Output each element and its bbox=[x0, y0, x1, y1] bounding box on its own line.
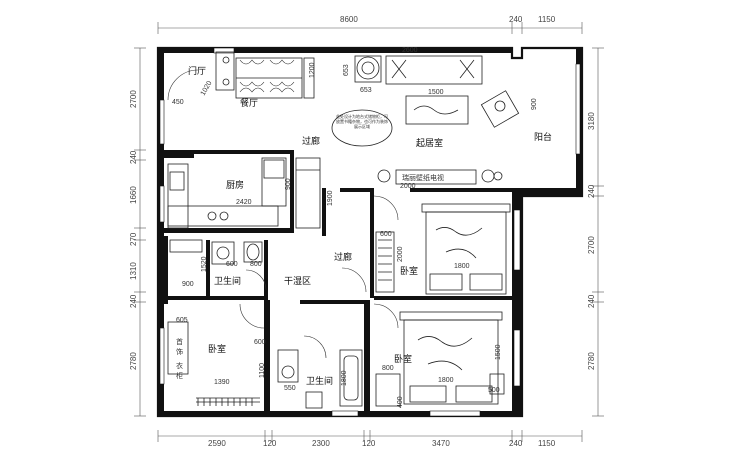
dim-top-8600: 8600 bbox=[340, 15, 358, 24]
dim-900a: 900 bbox=[531, 98, 538, 110]
dim-900c: 900 bbox=[182, 281, 194, 288]
tv-wall: 瑞丽壁纸电视 bbox=[377, 169, 503, 185]
dim-2000b: 2000 bbox=[397, 246, 404, 262]
wardrobe-char-3: 柜 bbox=[176, 371, 183, 380]
dim-right-2700: 2700 bbox=[587, 236, 596, 254]
room-bathroom-left: 卫生间 bbox=[214, 275, 241, 287]
note-bubble-text: 此处设计为地台式储物柜，可放置书籍杂物，也可作为装饰展示区域 bbox=[336, 114, 388, 129]
dim-left-1660: 1660 bbox=[129, 186, 138, 204]
dim-400: 400 bbox=[397, 396, 404, 408]
dim-653b: 653 bbox=[360, 87, 372, 94]
room-corridor-top: 过廊 bbox=[302, 135, 320, 147]
wardrobe-char-0: 首 bbox=[176, 337, 183, 346]
dim-bottom-120b: 120 bbox=[362, 439, 376, 448]
dim-653a: 653 bbox=[343, 64, 350, 76]
dim-1900: 1900 bbox=[327, 190, 334, 206]
bathroom-mid-fixtures bbox=[277, 349, 363, 409]
dim-1520: 1520 bbox=[201, 256, 208, 272]
room-dry-wet: 干湿区 bbox=[284, 276, 311, 287]
dim-800: 800 bbox=[250, 261, 262, 268]
room-bedroom-right: 卧室 bbox=[394, 353, 412, 365]
note-bubble: 此处设计为地台式储物柜，可放置书籍杂物，也可作为装饰展示区域 bbox=[331, 109, 393, 147]
room-balcony: 阳台 bbox=[534, 131, 552, 143]
room-corridor-mid: 过廊 bbox=[334, 251, 352, 263]
dim-bottom-1150: 1150 bbox=[538, 439, 556, 448]
dim-left-2780: 2780 bbox=[129, 352, 138, 370]
dim-left-240a: 240 bbox=[129, 150, 138, 164]
top-dimension-line: 8600 240 1150 bbox=[157, 15, 583, 34]
room-bedroom-left: 卧室 bbox=[208, 343, 226, 355]
tv-wall-label: 瑞丽壁纸电视 bbox=[402, 173, 444, 182]
dim-top-1150: 1150 bbox=[538, 15, 556, 24]
dim-1200: 1200 bbox=[309, 62, 316, 78]
dim-900b: 900 bbox=[285, 178, 292, 190]
wardrobe-char-2: 衣 bbox=[176, 361, 183, 370]
dim-600a: 600 bbox=[226, 261, 238, 268]
wardrobe-char-1: 饰 bbox=[176, 347, 183, 356]
interior-walls bbox=[164, 150, 512, 411]
dim-550: 550 bbox=[284, 385, 296, 392]
room-bathroom-mid: 卫生间 bbox=[306, 375, 333, 387]
dim-1800c: 1800 bbox=[438, 377, 454, 384]
bottom-dimension-line: 2590 120 2300 120 3470 240 1150 bbox=[157, 430, 583, 448]
dim-2420: 2420 bbox=[236, 199, 252, 206]
living-sofa-set bbox=[354, 55, 520, 128]
dim-left-240b: 240 bbox=[129, 294, 138, 308]
room-entrance: 门厅 bbox=[188, 65, 206, 77]
inner-dimensions: 2600 450 1020 1200 653 653 1500 900 2420… bbox=[172, 47, 538, 408]
dim-right-240b: 240 bbox=[587, 294, 596, 308]
bathroom-left-fixtures bbox=[169, 239, 263, 265]
dim-bottom-120a: 120 bbox=[263, 439, 277, 448]
dim-2000: 2000 bbox=[400, 183, 416, 190]
dim-right-2780: 2780 bbox=[587, 352, 596, 370]
room-living: 起居室 bbox=[416, 137, 443, 149]
dim-1500b: 1500 bbox=[495, 344, 502, 360]
dim-inner-2600: 2600 bbox=[402, 47, 418, 54]
dim-top-240: 240 bbox=[509, 15, 523, 24]
dim-600b: 600 bbox=[380, 231, 392, 238]
dim-1800a: 1800 bbox=[454, 263, 470, 270]
room-bedroom-mid: 卧室 bbox=[400, 265, 418, 277]
dim-right-240a: 240 bbox=[587, 184, 596, 198]
dim-800b: 800 bbox=[382, 365, 394, 372]
bed-mid bbox=[421, 203, 511, 295]
dining-table bbox=[215, 51, 315, 99]
room-labels: 门厅 餐厅 过廊 起居室 阳台 厨房 过廊 卫生间 干湿区 卧室 卧室 卫生间 … bbox=[188, 65, 552, 387]
room-kitchen: 厨房 bbox=[226, 179, 244, 191]
dim-bottom-3470: 3470 bbox=[432, 439, 450, 448]
dim-605: 605 bbox=[176, 317, 188, 324]
dim-1500: 1500 bbox=[428, 89, 444, 96]
wardrobe-left: 首 饰 衣 柜 bbox=[167, 321, 260, 406]
dim-bottom-2590: 2590 bbox=[208, 439, 226, 448]
kitchen-fixtures bbox=[167, 157, 321, 229]
door-swings bbox=[167, 69, 399, 359]
dim-bottom-240: 240 bbox=[509, 439, 523, 448]
dim-1800b: 1800 bbox=[341, 370, 348, 386]
dim-500: 500 bbox=[488, 387, 500, 394]
right-dimension-line: 3180 240 2700 240 2780 bbox=[587, 47, 604, 417]
dim-left-2700: 2700 bbox=[129, 90, 138, 108]
dim-1390: 1390 bbox=[214, 379, 230, 386]
room-dining: 餐厅 bbox=[240, 97, 258, 109]
bed-right bbox=[375, 311, 505, 407]
dim-left-270: 270 bbox=[129, 232, 138, 246]
dim-bottom-2300: 2300 bbox=[312, 439, 330, 448]
dim-right-3180: 3180 bbox=[587, 112, 596, 130]
dim-450: 450 bbox=[172, 99, 184, 106]
left-dimension-line: 2700 240 1660 270 1310 240 2780 bbox=[129, 47, 146, 417]
dim-600c: 600 bbox=[254, 339, 266, 346]
wardrobe-mid bbox=[375, 231, 395, 293]
dim-left-1310: 1310 bbox=[129, 262, 138, 280]
dim-1100: 1100 bbox=[259, 363, 266, 378]
